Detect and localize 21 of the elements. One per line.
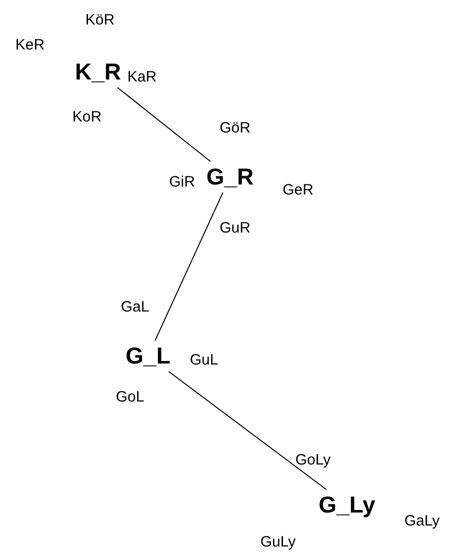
node-label: G_R	[202, 162, 258, 192]
connector-line	[154, 192, 224, 341]
side-label: GeR	[282, 182, 314, 198]
node-label: G_L	[122, 340, 174, 372]
node-label: K_R	[71, 56, 125, 88]
side-label: GöR	[220, 120, 250, 136]
side-label: KaR	[127, 68, 157, 86]
side-label: KeR	[15, 36, 45, 54]
side-label: GoLy	[295, 452, 331, 468]
side-label: GiR	[169, 174, 195, 190]
side-label: GoL	[116, 388, 144, 406]
side-label: KöR	[85, 12, 115, 28]
connector-line	[168, 371, 327, 490]
side-label: GaLy	[404, 512, 440, 530]
side-label: KoR	[72, 108, 102, 126]
node-label: G_Ly	[314, 490, 380, 520]
side-label: GuL	[190, 352, 218, 368]
side-label: GuR	[220, 220, 250, 236]
side-label: GaL	[120, 298, 150, 316]
connector-line	[116, 87, 212, 162]
side-label: GuLy	[260, 534, 296, 550]
